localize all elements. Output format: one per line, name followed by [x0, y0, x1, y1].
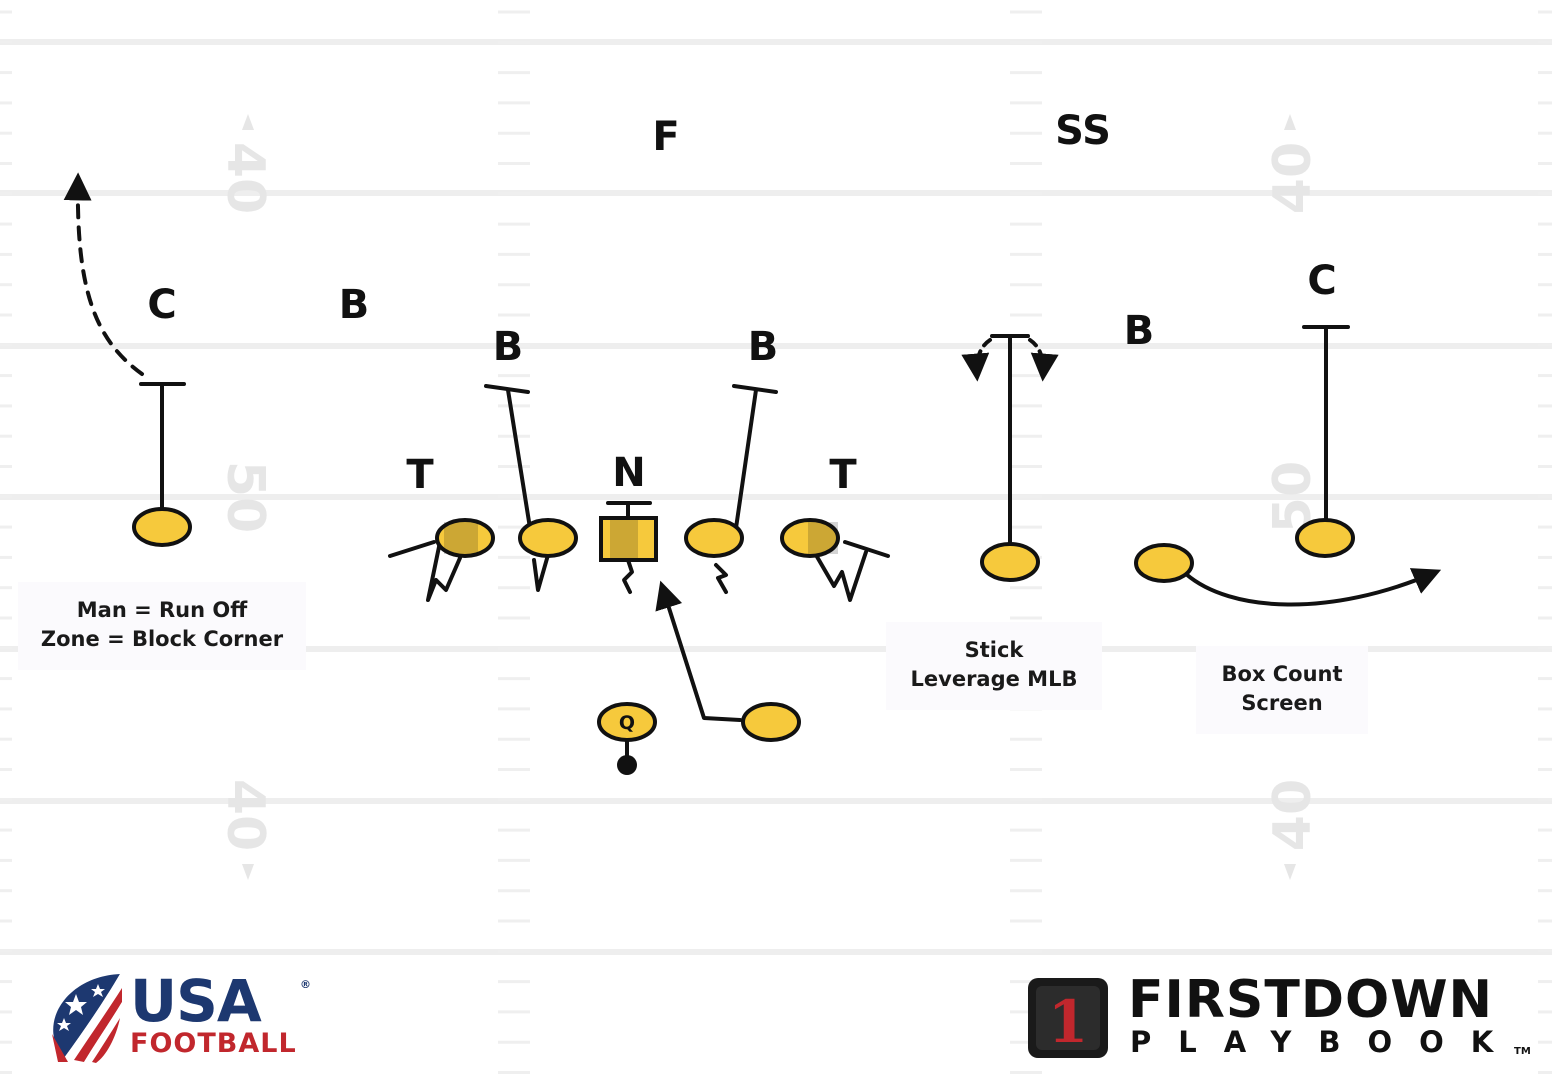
- overlap-shade: [444, 522, 478, 554]
- badge-number: 1: [1048, 988, 1088, 1056]
- defender-backer: B: [338, 282, 370, 328]
- player-right-tackle: [780, 518, 840, 558]
- yard-number: 50: [215, 461, 275, 533]
- route-block-line: [734, 388, 758, 530]
- yard-number: 40: [215, 779, 275, 851]
- route-block: [714, 563, 728, 594]
- direction-arrow: [242, 864, 254, 880]
- overlap-shade: [610, 520, 638, 558]
- offense: [132, 507, 1355, 742]
- note-middle: Stick Leverage MLB: [886, 622, 1102, 710]
- route-block-bar: [843, 540, 890, 558]
- route-block-line: [506, 388, 532, 530]
- playbook-wordmark: PLAYBOOK: [1130, 1025, 1521, 1059]
- route-block-bar: [732, 384, 778, 394]
- player-left-guard: [518, 518, 578, 558]
- route-block: [814, 550, 868, 602]
- note-line: Zone = Block Corner: [40, 627, 284, 651]
- route-block-bar: [388, 540, 436, 558]
- route-block: [532, 553, 550, 592]
- trademark-mark: TM: [1514, 1046, 1531, 1057]
- defender-corner: C: [1307, 258, 1337, 304]
- blocking-overlaps: [444, 520, 838, 558]
- player-wide-receiver: [1295, 518, 1355, 558]
- routes: [63, 172, 1442, 762]
- yard-number: 40: [215, 142, 275, 214]
- note-line: Leverage MLB: [910, 667, 1078, 691]
- route-run: [655, 580, 742, 722]
- firstdown-wordmark: FIRSTDOWN: [1128, 970, 1494, 1030]
- route-option: [1028, 338, 1059, 382]
- defender-tackle: T: [829, 452, 857, 498]
- qb-drop-point: [617, 755, 637, 775]
- defender-backer: B: [1123, 308, 1155, 354]
- player-running-back: [741, 702, 801, 742]
- defender-backer: B: [747, 324, 779, 370]
- player-center: [599, 516, 658, 562]
- player-right-guard: [684, 518, 744, 558]
- usa-football-icon: [52, 974, 122, 1063]
- direction-arrow: [1284, 114, 1296, 130]
- firstdown-badge-icon: 1: [1028, 978, 1108, 1058]
- quarterback-label: Q: [619, 712, 635, 734]
- yard-numbers: 40 50 40 40 50 40: [215, 114, 1323, 880]
- direction-arrow: [242, 114, 254, 130]
- football-wordmark: FOOTBALL: [130, 1028, 297, 1059]
- usa-football-logo: USA ® FOOTBALL: [46, 968, 326, 1068]
- yard-number: 40: [1263, 779, 1323, 851]
- note-line: Box Count: [1221, 662, 1343, 686]
- route-screen: [1184, 568, 1442, 607]
- defender-backer: B: [492, 324, 524, 370]
- note-line: Screen: [1241, 691, 1323, 715]
- firstdown-playbook-logo: 1 FIRSTDOWN PLAYBOOK TM: [1026, 972, 1536, 1066]
- route-block: [426, 540, 462, 602]
- player-screen-receiver: [1134, 543, 1194, 583]
- registered-mark: ®: [300, 978, 311, 991]
- player-slot-receiver: [980, 542, 1040, 582]
- yard-number: 40: [1263, 142, 1323, 214]
- defender-free-safety: F: [652, 114, 680, 160]
- player-left-tackle: [435, 518, 495, 558]
- usa-wordmark: USA: [130, 967, 262, 1035]
- note-left: Man = Run Off Zone = Block Corner: [18, 582, 306, 670]
- defender-corner: C: [147, 282, 177, 328]
- defender-tackle: T: [406, 452, 434, 498]
- defender-strong-safety: SS: [1055, 108, 1111, 154]
- note-line: Stick: [964, 638, 1024, 662]
- route-block-bar: [484, 384, 530, 394]
- direction-arrow: [1284, 864, 1296, 880]
- defender-nose: N: [612, 450, 646, 496]
- overlap-shade: [808, 522, 838, 554]
- player-quarterback: [597, 702, 657, 742]
- route-dashed: [63, 172, 144, 376]
- route-option: [961, 338, 992, 382]
- route-block: [622, 558, 634, 594]
- note-right: Box Count Screen: [1196, 646, 1368, 734]
- player-wide-receiver: [132, 507, 192, 547]
- note-line: Man = Run Off: [76, 598, 248, 622]
